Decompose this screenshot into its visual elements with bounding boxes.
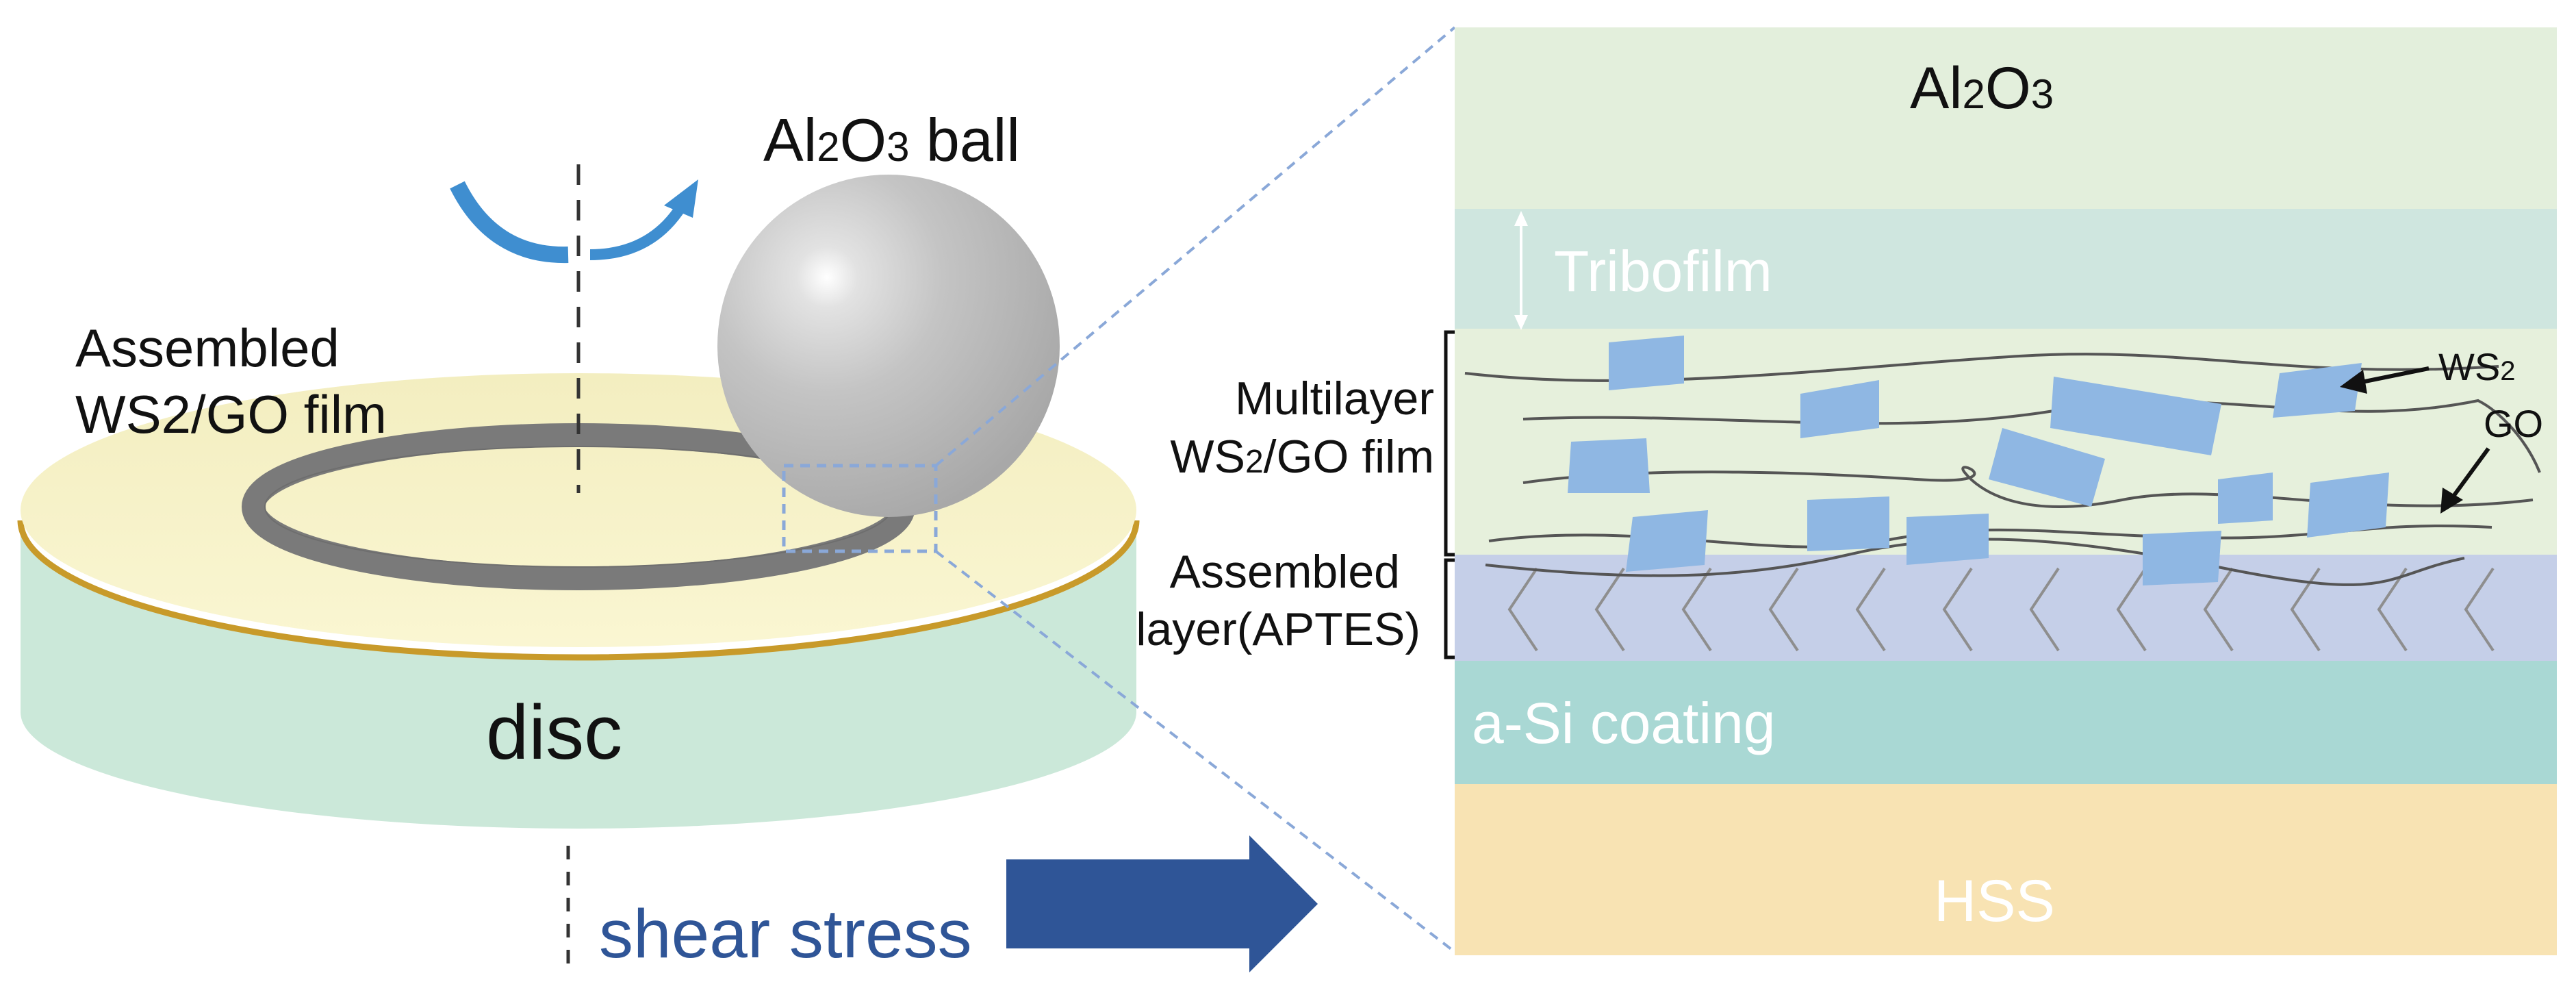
zoom-guide-top xyxy=(934,26,1456,467)
aptes-chain xyxy=(2029,567,2060,652)
zoom-guide-bottom xyxy=(934,550,1456,953)
ws2-flake xyxy=(2050,377,2221,455)
ws2-flake xyxy=(1626,510,1708,572)
ws2-flake xyxy=(2218,473,2273,524)
rotation-arrow-icon xyxy=(450,179,698,264)
aptes-chain xyxy=(1681,567,1712,652)
aptes-bracket xyxy=(1444,558,1455,659)
ws2-flake xyxy=(2143,531,2221,585)
ws2-callout-label: WS2 xyxy=(2438,345,2515,388)
assembled-layer-label-line2: layer(APTES) xyxy=(1136,603,1420,655)
ws2-flake xyxy=(1568,438,1650,493)
aptes-chain xyxy=(2116,567,2147,652)
shear-label: shear stress xyxy=(599,896,972,972)
ws2-flake xyxy=(1807,496,1889,551)
tribofilm-label: Tribofilm xyxy=(1554,239,1772,303)
tribofilm-thickness-arrow xyxy=(1514,211,1528,330)
ws2-flake xyxy=(1800,380,1879,438)
aptes-chain xyxy=(1942,567,1973,652)
layer-hss xyxy=(1455,784,2557,955)
disc-rim xyxy=(17,520,1140,661)
ball-label: Al2O3 ball xyxy=(763,106,1020,174)
ws2-flake xyxy=(1907,514,1989,565)
al2o3-layer-label: Al2O3 xyxy=(1910,55,2054,121)
film-label-line1: Assembled xyxy=(75,318,340,378)
layer-stack xyxy=(1455,27,2557,955)
aptes-chain xyxy=(1594,567,1625,652)
go-callout-label: GO xyxy=(2484,402,2543,445)
shear-arrow-icon xyxy=(1006,835,1318,972)
disc-label: disc xyxy=(486,690,622,775)
asi-layer-label: a-Si coating xyxy=(1472,691,1776,755)
ws2-flake xyxy=(1609,336,1684,390)
multilayer-label-line1: Multilayer xyxy=(1235,373,1434,425)
hss-layer-label: HSS xyxy=(1934,868,2055,934)
ws2-flake xyxy=(1989,428,2105,507)
ws2-flake xyxy=(2307,473,2389,538)
go-sheet-5 xyxy=(1485,538,2465,586)
aptes-chain xyxy=(2464,567,2495,652)
layer-aptes xyxy=(1455,555,2557,661)
al2o3-ball xyxy=(717,175,1060,517)
aptes-chain xyxy=(2203,567,2234,652)
ws2-pointer-arrow-icon xyxy=(2340,366,2430,394)
aptes-chain xyxy=(1507,567,1538,652)
layer-tribofilm xyxy=(1455,209,2557,329)
aptes-chain xyxy=(2377,567,2408,652)
assembled-layer-label-line1: Assembled xyxy=(1170,546,1400,598)
layer-al2o3 xyxy=(1455,27,2557,209)
aptes-chain xyxy=(1855,567,1886,652)
disc-side xyxy=(21,520,1136,829)
ws2-flake xyxy=(2273,363,2362,418)
go-pointer-arrow-icon xyxy=(2440,447,2490,514)
film-label-line2: WS2/GO film xyxy=(75,384,387,444)
layer-asi xyxy=(1455,661,2557,784)
zoom-box xyxy=(782,464,938,553)
multilayer-label-line2: WS2/GO film xyxy=(1170,431,1434,483)
ws2-flakes xyxy=(1568,336,2389,585)
multilayer-bracket xyxy=(1444,330,1455,557)
aptes-chain xyxy=(1768,567,1799,652)
